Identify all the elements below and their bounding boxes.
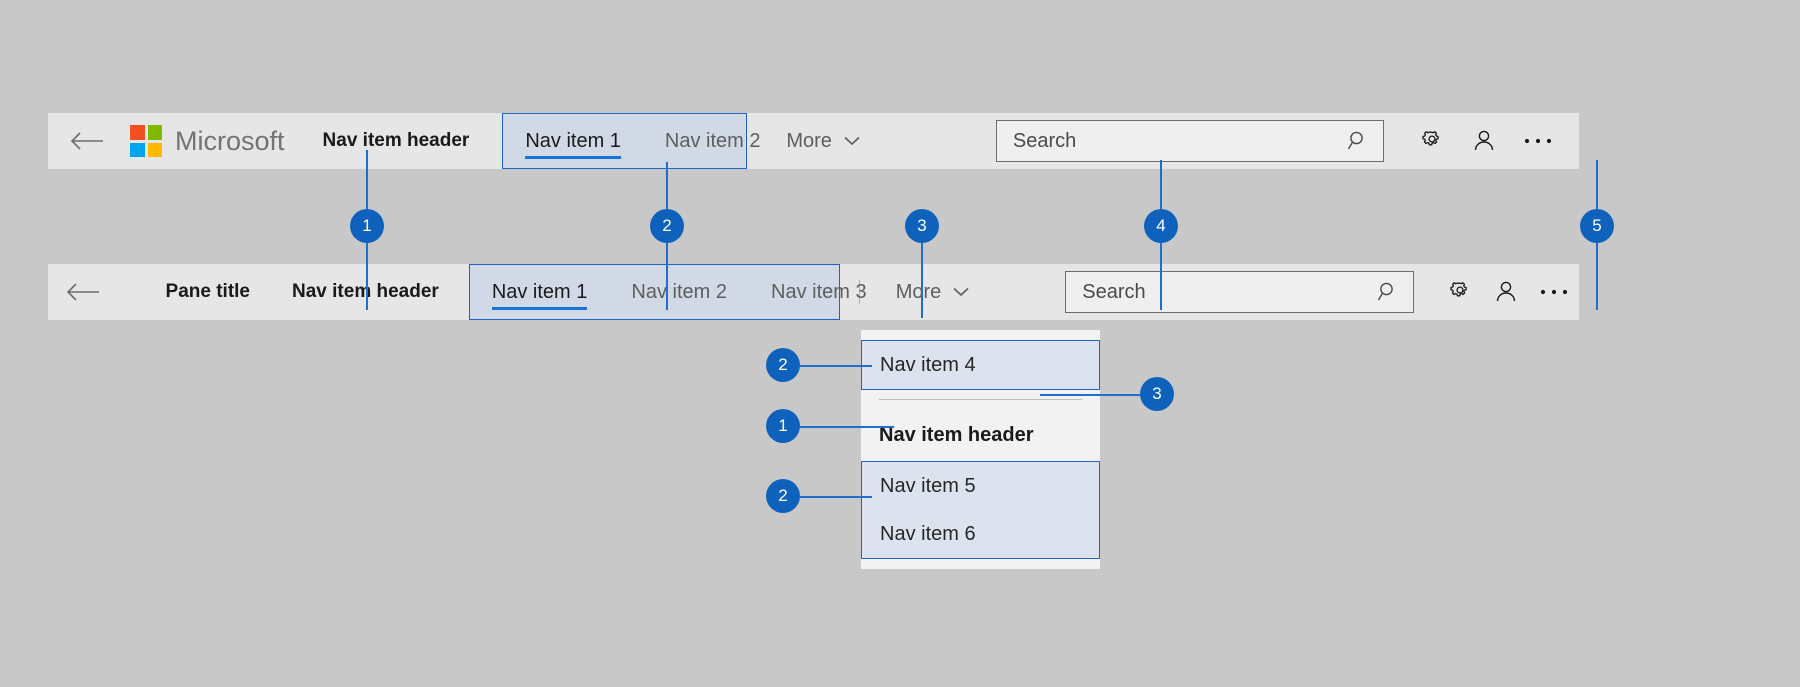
- callout-badge-5[interactable]: 5: [1580, 209, 1614, 243]
- bar1-nav-item-1[interactable]: Nav item 1: [503, 114, 643, 168]
- toolbar-primary: Microsoft Nav item header Nav item 1 Nav…: [48, 113, 1579, 169]
- callout-badge-flyout-3[interactable]: 3: [1140, 377, 1174, 411]
- microsoft-squares-icon: [130, 125, 162, 157]
- callout-badge-3-label: 3: [917, 216, 927, 235]
- back-button[interactable]: [48, 113, 126, 169]
- person-icon: [1496, 281, 1516, 302]
- flyout-item-nav-item-5[interactable]: Nav item 5: [862, 462, 1099, 510]
- bar1-nav-item-1-underline: [525, 156, 621, 159]
- callout-badge-flyout-2-top-label: 2: [778, 355, 788, 374]
- bar1-search-box[interactable]: Search: [995, 120, 1384, 162]
- callout-badge-3[interactable]: 3: [905, 209, 939, 243]
- callout-badge-flyout-1[interactable]: 1: [766, 409, 800, 443]
- flyout-item-nav-item-4-label: Nav item 4: [880, 353, 976, 376]
- flyout-top-group: Nav item 4: [861, 340, 1100, 390]
- callout-f2b-leader: [800, 496, 872, 498]
- flyout-separator: [879, 399, 1082, 400]
- toolbar-secondary: Pane title Nav item header Nav item 1 Na…: [48, 264, 1579, 320]
- flyout-item-nav-item-6-label: Nav item 6: [880, 522, 976, 545]
- chevron-down-icon: [844, 136, 860, 146]
- callout-badge-4[interactable]: 4: [1144, 209, 1178, 243]
- bar1-account-button[interactable]: [1458, 113, 1510, 169]
- bar2-back-button[interactable]: [48, 264, 118, 320]
- back-arrow-icon: [70, 132, 103, 150]
- bar2-nav-item-1-underline: [491, 307, 588, 310]
- microsoft-wordmark: Microsoft: [175, 125, 285, 156]
- callout-badge-1-label: 1: [362, 216, 372, 235]
- bar2-more-button[interactable]: More: [874, 264, 992, 320]
- callout-badge-flyout-3-label: 3: [1152, 384, 1162, 403]
- bar2-nav-item-1[interactable]: Nav item 1: [470, 265, 610, 319]
- bar1-more-button[interactable]: More: [764, 113, 882, 169]
- callout-badge-flyout-2-bottom-label: 2: [778, 486, 788, 505]
- bar1-settings-button[interactable]: [1406, 113, 1458, 169]
- bar1-nav-item-2[interactable]: Nav item 2: [643, 114, 783, 168]
- callout-badge-flyout-1-label: 1: [778, 416, 788, 435]
- bar2-nav-item-header: Nav item header: [292, 281, 439, 302]
- flyout-bottom-group: Nav item 5 Nav item 6: [861, 461, 1100, 559]
- back-arrow-icon: [66, 283, 99, 301]
- gear-icon: [1422, 131, 1439, 146]
- callout-badge-flyout-2-top[interactable]: 2: [766, 348, 800, 382]
- bar2-search-input[interactable]: Search: [1082, 280, 1146, 303]
- callout-badge-2[interactable]: 2: [650, 209, 684, 243]
- bar1-more-label: More: [786, 129, 832, 152]
- microsoft-logo[interactable]: Microsoft: [126, 113, 291, 169]
- person-icon: [1474, 130, 1494, 151]
- bar2-nav-item-2[interactable]: Nav item 2: [609, 265, 749, 319]
- bar2-nav-group: Nav item 1 Nav item 2 Nav item 3: [468, 264, 867, 320]
- search-icon[interactable]: [1345, 130, 1371, 152]
- callout-f3-leader: [1040, 394, 1140, 396]
- chevron-down-icon: [953, 287, 969, 297]
- flyout-item-nav-item-4[interactable]: Nav item 4: [862, 341, 1099, 389]
- bar2-nav-divider: [858, 280, 860, 304]
- callout-f2a-leader: [800, 365, 872, 367]
- bar2-settings-button[interactable]: [1436, 264, 1482, 320]
- callout-badge-5-label: 5: [1592, 216, 1602, 235]
- bar1-nav-item-header: Nav item header: [322, 130, 470, 151]
- callout-3-leader: [921, 228, 923, 318]
- bar2-nav-item-2-label: Nav item 2: [631, 280, 727, 303]
- pane-title: Pane title: [165, 281, 251, 302]
- search-icon[interactable]: [1375, 281, 1401, 303]
- flyout-group-header: Nav item header: [879, 423, 1034, 446]
- ellipsis-icon: [1524, 138, 1552, 144]
- callout-badge-1[interactable]: 1: [350, 209, 384, 243]
- callout-badge-4-label: 4: [1156, 216, 1166, 235]
- bar2-nav-item-1-label: Nav item 1: [491, 280, 588, 303]
- flyout-item-nav-item-6[interactable]: Nav item 6: [862, 510, 1099, 558]
- bar2-overflow-button[interactable]: [1529, 264, 1579, 320]
- ellipsis-icon: [1540, 289, 1568, 295]
- gear-icon: [1449, 282, 1467, 297]
- bar2-nav-item-3-label: Nav item 3: [771, 280, 867, 303]
- callout-f1-leader: [800, 426, 894, 428]
- bar2-search-box[interactable]: Search: [1065, 271, 1415, 313]
- nav-flyout-menu: Nav item 4 Nav item header Nav item 5 Na…: [861, 330, 1100, 569]
- callout-badge-flyout-2-bottom[interactable]: 2: [766, 479, 800, 513]
- bar2-more-label: More: [895, 280, 942, 303]
- bar2-nav-item-3[interactable]: Nav item 3: [749, 265, 889, 319]
- bar1-nav-item-1-label: Nav item 1: [525, 129, 621, 152]
- callout-badge-2-label: 2: [662, 216, 672, 235]
- bar2-account-button[interactable]: [1483, 264, 1529, 320]
- bar1-nav-group: Nav item 1 Nav item 2: [502, 113, 761, 169]
- bar1-overflow-button[interactable]: [1510, 113, 1566, 169]
- flyout-item-nav-item-5-label: Nav item 5: [880, 474, 976, 497]
- bar1-nav-item-2-label: Nav item 2: [664, 129, 761, 152]
- bar1-search-input[interactable]: Search: [1012, 129, 1077, 152]
